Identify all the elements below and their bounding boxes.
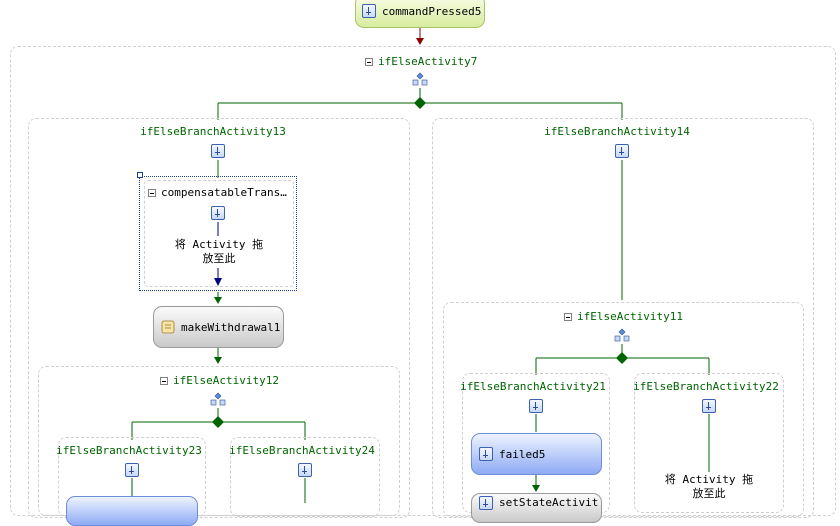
sequence-icon <box>529 399 543 413</box>
if-else-branch-24-label: ifElseBranchActivity24 <box>229 444 375 457</box>
sequence-icon <box>298 463 312 477</box>
command-pressed-activity[interactable]: commandPressed5 <box>355 0 485 28</box>
drop-hint-line-2: 放至此 <box>202 252 236 265</box>
sequence-icon <box>211 206 225 220</box>
if-else-icon <box>614 328 630 342</box>
compensatable-transaction-container[interactable] <box>139 176 297 291</box>
set-state-activity[interactable]: setStateActivit <box>471 493 602 523</box>
collapse-icon[interactable] <box>148 189 156 197</box>
connector-lines <box>131 28 710 503</box>
command-pressed-label: commandPressed5 <box>382 4 482 18</box>
if-else-branch-22-label: ifElseBranchActivity22 <box>633 380 779 393</box>
drop-hint-line-2: 放至此 <box>692 487 726 500</box>
if-else-branch-14-label: ifElseBranchActivity14 <box>544 125 690 138</box>
drop-hint-line-1: 将 Activity 拖 <box>174 238 264 251</box>
failed-activity[interactable]: failed5 <box>471 433 602 475</box>
selection-handle[interactable] <box>137 172 143 178</box>
state-icon <box>479 496 493 510</box>
drop-activity-hint: 将 Activity 拖 放至此 <box>160 238 278 266</box>
if-else-activity-12-label: ifElseActivity12 <box>173 374 279 387</box>
branch-23-activity[interactable] <box>66 496 198 526</box>
event-driven-icon <box>362 4 376 18</box>
if-else-icon <box>210 392 226 406</box>
if-else-branch-23-label: ifElseBranchActivity23 <box>56 444 202 457</box>
if-else-branch-21-label: ifElseBranchActivity21 <box>460 380 606 393</box>
if-else-branch-13-label: ifElseBranchActivity13 <box>140 125 286 138</box>
compensatable-label: compensatableTrans… <box>161 186 287 199</box>
make-withdrawal-activity[interactable]: makeWithdrawal1 <box>153 306 284 348</box>
collapse-icon[interactable] <box>564 313 572 321</box>
event-driven-icon <box>479 447 493 461</box>
sequence-icon <box>615 144 629 158</box>
collapse-icon[interactable] <box>365 58 373 66</box>
sequence-icon <box>125 463 139 477</box>
drop-activity-hint: 将 Activity 拖 放至此 <box>650 473 768 501</box>
make-withdrawal-label: makeWithdrawal1 <box>181 320 281 334</box>
if-else-activity-11-label: ifElseActivity11 <box>577 310 683 323</box>
failed-label: failed5 <box>499 447 546 461</box>
if-else-icon <box>412 72 428 86</box>
sequence-icon <box>211 144 225 158</box>
code-activity-icon <box>161 320 175 334</box>
compensatable-inner-box <box>144 180 294 287</box>
collapse-icon[interactable] <box>160 377 168 385</box>
drop-hint-line-1: 将 Activity 拖 <box>664 473 754 486</box>
sequence-icon <box>702 399 716 413</box>
if-else-activity-7-label: ifElseActivity7 <box>378 55 478 68</box>
